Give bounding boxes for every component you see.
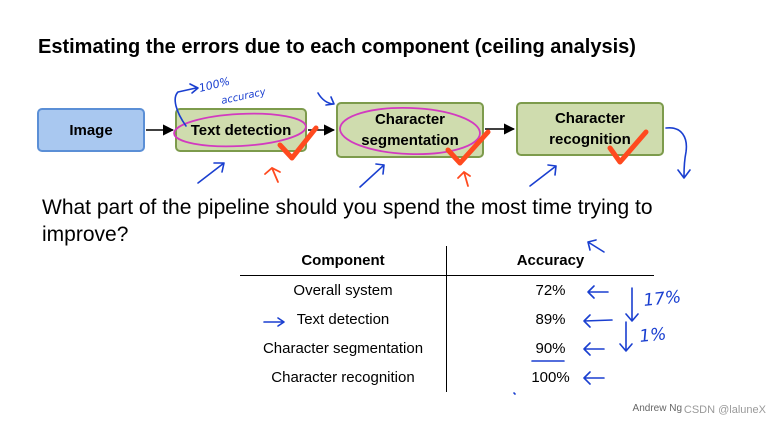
column-header-accuracy: Accuracy (516, 252, 585, 269)
pipeline-box-label-line2: segmentation (361, 132, 459, 149)
accuracy-cell: 72% (535, 282, 566, 299)
table-row: Overall system 72% (240, 275, 654, 305)
component-cell: Character segmentation (240, 334, 447, 363)
pipeline-box-label-line1: Character (554, 110, 626, 127)
pipeline-box-label: Image (69, 121, 113, 139)
blue-pen-arrow (529, 164, 557, 187)
accuracy-cell: 89% (535, 311, 566, 328)
blue-pen-arrow (317, 92, 335, 106)
component-cell: Character recognition (240, 363, 447, 392)
blue-pen-arrow (359, 163, 385, 188)
column-header-component: Component (240, 246, 447, 276)
pipeline-box-text-detection: Text detection (175, 108, 307, 152)
red-pen-arrow (264, 166, 281, 183)
table-row: Character recognition 100% (240, 363, 654, 392)
question-text: What part of the pipeline should you spe… (42, 196, 653, 246)
pipeline-box-character-recognition: Character recognition (516, 102, 664, 156)
pipeline-box-image: Image (37, 108, 145, 152)
accuracy-cell: 90% (535, 340, 566, 357)
table-row: Character segmentation 90% (240, 334, 654, 363)
pipeline-box-label: Text detection (190, 121, 292, 139)
pipeline-box-label-line1: Character (374, 111, 446, 128)
handwritten-note-accuracy: accuracy (220, 87, 267, 107)
table-row: Text detection 89% (240, 305, 654, 334)
blue-pen-arrow (665, 127, 691, 179)
component-cell: Overall system (240, 275, 447, 305)
author-credit: Andrew Ng (632, 403, 682, 414)
blue-pen-dot (513, 392, 516, 395)
pipeline-box-label-line2: recognition (549, 131, 631, 148)
table-header-row: Component Accuracy (240, 246, 654, 276)
accuracy-cell: 100% (531, 369, 570, 386)
component-cell: Text detection (240, 305, 447, 334)
blue-pen-arrow (197, 162, 225, 184)
watermark: CSDN @laluneX (683, 404, 766, 416)
accuracy-table: Component Accuracy Overall system 72% Te… (240, 246, 654, 392)
pipeline-box-character-segmentation: Character segmentation (336, 102, 484, 158)
red-pen-arrow (457, 170, 471, 187)
handwritten-note-accuracy: 100% (198, 75, 232, 95)
slide-title: Estimating the errors due to each compon… (38, 36, 636, 58)
